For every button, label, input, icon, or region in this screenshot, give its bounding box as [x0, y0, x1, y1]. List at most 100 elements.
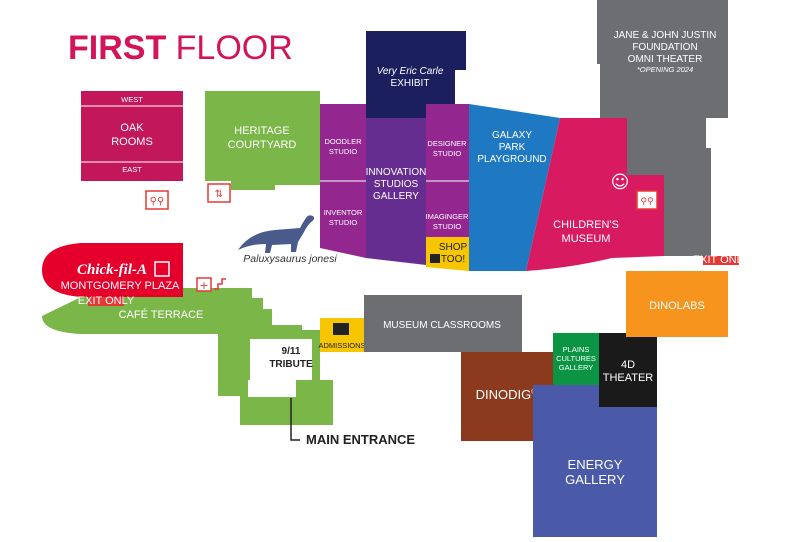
eric-carle-shape [366, 31, 466, 118]
elevator-icon [207, 183, 231, 203]
imaginger-label-1: IMAGINGER [426, 212, 470, 221]
restroom-icon [145, 190, 169, 210]
dino-label: Paluxysaurus jonesi [243, 253, 337, 265]
stairs-icon [214, 278, 226, 290]
dinodig-label: DINODIG® [476, 387, 538, 402]
theater4d-label-2: THEATER [603, 372, 654, 384]
first-aid-glyph: + [199, 279, 208, 292]
inventor-label-1: INVENTOR [324, 208, 363, 217]
exit-only-right-badge [703, 256, 739, 265]
eric-carle-exhibit[interactable]: Very Eric Carle EXHIBIT [366, 31, 466, 118]
oak-east-label: EAST [122, 165, 142, 174]
inventor-label-2: STUDIO [329, 218, 358, 227]
plains-label-2: CULTURES [556, 354, 596, 363]
childrens-museum[interactable]: CHILDREN'S MUSEUM ☺ ⚲⚲ [526, 118, 664, 271]
energy-label-2: GALLERY [565, 472, 625, 487]
eric-carle-label-2: EXHIBIT [391, 78, 430, 89]
omni-theater-shape [597, 0, 728, 256]
galaxy-park-playground[interactable]: GALAXY PARK PLAYGROUND [469, 104, 560, 271]
doodler-label-1: DOODLER [324, 137, 362, 146]
exit-only-left-badge [88, 297, 124, 306]
museum-classrooms[interactable]: MUSEUM CLASSROOMS [364, 295, 522, 352]
shop-too[interactable]: SHOP TOO! [426, 237, 469, 271]
exit-only-right-label: EXIT ONLY [693, 254, 750, 266]
restroom-glyph-childrens: ⚲⚲ [640, 197, 654, 207]
innovation-label-1: INNOVATION [366, 167, 427, 178]
dinolabs[interactable]: DINOLABS [626, 271, 728, 337]
innovation-studios-gallery[interactable]: INNOVATION STUDIOS GALLERY [366, 118, 427, 265]
oak-label-1: OAK [120, 122, 144, 134]
innovation-label-3: GALLERY [373, 191, 419, 202]
energy-shape [533, 385, 657, 537]
main-entrance-label: MAIN ENTRANCE [306, 432, 415, 447]
childrens-label-1: CHILDREN'S [553, 219, 619, 231]
innovation-label-2: STUDIOS [374, 179, 419, 190]
chick-fil-a[interactable]: Chick-fil-A MONTGOMERY PLAZA [42, 243, 183, 297]
admissions[interactable]: ADMISSIONS [318, 318, 366, 352]
stairs-elevator: ⇅ [207, 183, 231, 203]
tribute-space [250, 339, 312, 380]
dinosaur-exhibit[interactable]: Paluxysaurus jonesi [238, 215, 337, 265]
family-restroom-icon: ☺ [611, 172, 630, 193]
galaxy-shape [469, 104, 560, 271]
omni-theater-area[interactable]: JANE & JOHN JUSTIN FOUNDATION OMNI THEAT… [597, 0, 728, 256]
cafe-label: CAFÉ TERRACE [119, 308, 204, 321]
plains-cultures-gallery[interactable]: PLAINS CULTURES GALLERY [553, 333, 599, 385]
4d-theater[interactable]: 4D THEATER [599, 333, 657, 407]
omni-label-3: OMNI THEATER [628, 54, 703, 65]
heritage-courtyard[interactable]: HERITAGE COURTYARD [205, 91, 342, 190]
ticket-icon [333, 323, 349, 335]
plains-shape [553, 333, 599, 385]
energy-label-1: ENERGY [568, 457, 623, 472]
eric-carle-label-1: Very Eric Carle [377, 66, 444, 77]
chickfila-logo: Chick-fil-A [77, 262, 147, 278]
energy-gallery[interactable]: ENERGY GALLERY [533, 385, 657, 537]
doodler-label-2: STUDIO [329, 147, 358, 156]
heritage-label-1: HERITAGE [234, 125, 289, 137]
plains-label-3: GALLERY [559, 363, 593, 372]
chickfila-plaza-label: MONTGOMERY PLAZA [61, 280, 180, 292]
exit-only-right[interactable]: EXIT ONLY [693, 254, 750, 266]
dinolabs-label: DINOLABS [649, 300, 705, 312]
shop-label-2: TOO! [441, 254, 465, 265]
galaxy-label-2: PARK [499, 142, 526, 153]
first-aid-icon [196, 277, 212, 292]
designer-label-1: DESIGNER [427, 139, 467, 148]
tribute-label-2: TRIBUTE [269, 359, 313, 370]
cafe-terrace[interactable]: CAFÉ TERRACE 9/11 TRIBUTE [42, 288, 333, 425]
exit-only-left-label: EXIT ONLY [78, 295, 135, 307]
main-entrance[interactable]: MAIN ENTRANCE [290, 398, 415, 447]
designer-imaginger-shape [426, 104, 469, 237]
designer-imaginger-studios[interactable]: DESIGNER STUDIO IMAGINGER STUDIO [426, 104, 470, 237]
theater4d-label-1: 4D [621, 359, 635, 371]
store-icon [154, 261, 170, 277]
dinolabs-shape [626, 271, 728, 337]
heritage-label-2: COURTYARD [228, 139, 297, 151]
dinosaur-icon [238, 215, 315, 253]
dinodig-label-text: DINODIG [476, 387, 532, 402]
first-aid-area: + [196, 277, 226, 292]
plains-label-1: PLAINS [563, 345, 590, 354]
imaginger-label-2: STUDIO [433, 222, 462, 231]
oak-rooms[interactable]: WEST OAK ROOMS EAST [81, 91, 183, 181]
omni-label-1: JANE & JOHN JUSTIN [614, 30, 717, 41]
galaxy-label-1: GALAXY [492, 130, 532, 141]
restroom-left: ⚲⚲ [145, 190, 169, 210]
oak-west-label: WEST [121, 95, 143, 104]
heritage-shape [205, 91, 342, 190]
chickfila-shape [42, 243, 183, 297]
exit-only-left[interactable]: EXIT ONLY [78, 295, 135, 307]
entrance-pointer-line [290, 398, 300, 441]
oak-label-2: ROOMS [111, 136, 153, 148]
doodler-inventor-studios[interactable]: DOODLER STUDIO INVENTOR STUDIO [320, 104, 366, 258]
tribute-label-1: 9/11 [282, 346, 301, 357]
floor-title: FIRST FLOOR [68, 29, 293, 67]
omni-label-4: *OPENING 2024 [637, 65, 693, 74]
designer-label-2: STUDIO [433, 149, 462, 158]
innovation-shape [366, 118, 426, 265]
classrooms-shape [364, 295, 522, 352]
elevator-glyph: ⇅ [215, 189, 223, 200]
restroom-icon-childrens [636, 190, 658, 210]
admissions-label: ADMISSIONS [318, 341, 365, 350]
